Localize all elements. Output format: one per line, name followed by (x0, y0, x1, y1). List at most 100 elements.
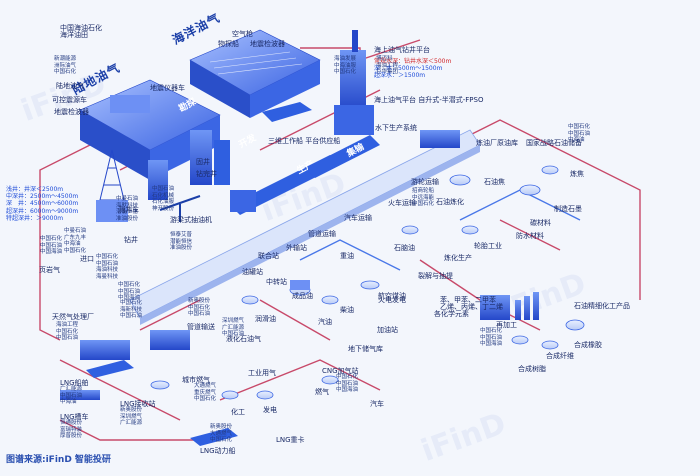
node-label: 油罐站 (242, 268, 263, 276)
node-label: 加油站 (377, 326, 398, 334)
platform-tower (334, 30, 374, 135)
company-name: 中国石化 (40, 236, 62, 243)
company-name: 中国石化 (210, 437, 232, 444)
company-name: 准油股份 (170, 245, 192, 252)
node-label: 制造石墨 (554, 205, 582, 213)
company-name: 博迈科 (376, 56, 398, 63)
company-name: 恒泰艾普 (170, 232, 192, 239)
company-name: 潜能恒信 (116, 209, 138, 216)
company-name: 新奥股份 (188, 298, 210, 305)
company-name: 中海油 (60, 399, 82, 406)
node-label: 石油精细化工产品 (574, 302, 630, 310)
company-list: 中国石化中国石油中国海油 (336, 374, 358, 394)
node-label: 轮胎工业 (474, 242, 502, 250)
node-label: 润滑油 (255, 315, 276, 323)
company-name: 中国石化 (336, 374, 358, 381)
node-label: 页岩气 (39, 266, 60, 274)
company-list: 恒泰艾普潜能恒信准油股份 (170, 232, 192, 252)
company-name: 新奥股份 (120, 407, 142, 414)
company-name: 中国石化 (96, 254, 118, 261)
company-name: 中国石化 (194, 396, 216, 403)
node-label: 天然气处理厂 (52, 313, 94, 321)
node-label: 炼化生产 (444, 254, 472, 262)
company-name: 中国石油 (56, 335, 78, 342)
node-label: 柴油 (340, 306, 354, 314)
company-list: 中国石化中国石油中海油 (568, 124, 590, 144)
company-name: 中国石化 (480, 328, 502, 335)
node-label: 化工 (231, 408, 245, 416)
node-label: 陆地油气 (56, 82, 84, 90)
company-name: 中国石油 (188, 311, 210, 318)
company-name: 中国石化 (120, 300, 142, 307)
node-label: 中转站 (266, 278, 287, 286)
node-label: 海上油气平台 自升式-半潜式-FPSO (374, 96, 483, 104)
node-label: LNG重卡 (276, 436, 305, 444)
company-name: 中曼石油 (116, 196, 138, 203)
company-list: 恒通股份富瑞特装厚普股份 (60, 420, 82, 440)
company-name: 中国石化 (54, 69, 76, 76)
node-label: 工业用气 (248, 369, 276, 377)
legend-item: 超深井：6000m～9000m (6, 208, 78, 215)
node-label: 重油 (340, 252, 354, 260)
node-label: 地震检波器 (250, 40, 285, 48)
node-label: 地震仪器车 (150, 84, 185, 92)
node-label: 石油炼化 (436, 198, 464, 206)
node-label: 海上油气钻井平台 (374, 46, 430, 54)
node-label: 可控震源车 (52, 96, 87, 104)
legend-item: 深 井：4500m～6000m (6, 200, 78, 207)
company-name: 中国海油 (40, 249, 62, 256)
node-label: 裂解与抽提 (418, 272, 453, 280)
company-name: 中国石油 (120, 313, 142, 320)
company-name: 中国海油 (336, 387, 358, 394)
company-name: 新奥股份 (210, 424, 232, 431)
company-list: 新潮能源洲际油气中国石化 (54, 56, 76, 76)
company-name: 招商轮船 (412, 188, 434, 195)
company-name: 中曼石油 (64, 228, 86, 235)
company-name: 中国石化 (334, 69, 356, 76)
company-name: 海油发展 (334, 56, 356, 63)
company-list: 大通燃气重庆燃气中国石化 (194, 383, 216, 403)
land-depth-legend: 浅井：井深＜2500m中深井：2500m～4500m深 井：4500m～6000… (6, 186, 78, 222)
company-name: 中海油 (568, 137, 590, 144)
node-label: 管道输送 (187, 323, 215, 331)
source-caption: 图谱来源:iFinD 智能投研 (6, 452, 111, 465)
node-label: 固井 (196, 158, 210, 166)
node-label: 地震检波器 (54, 108, 89, 116)
node-label: 空气枪 (232, 30, 253, 38)
node-label: 各化学元素 (434, 310, 469, 318)
company-name: 广汇能源 (120, 420, 142, 427)
node-label: 钻完井 (196, 170, 217, 178)
company-name: 广汇能源 (60, 386, 82, 393)
node-label: 汽车运输 (344, 214, 372, 222)
company-list: 新奥股份中国石化中国石油 (188, 298, 210, 318)
node-label: 物探船 (218, 40, 239, 48)
company-name: 中国石化 (568, 124, 590, 131)
company-name: 中国石油 (222, 331, 244, 338)
node-label: 游梁式抽油机 (170, 216, 212, 224)
company-list: 中国石化中国石油中国海油 (40, 236, 62, 256)
company-list: 博迈科海油工程巨华集团 (376, 56, 398, 76)
node-label: 汽油 (318, 318, 332, 326)
legend-item: 特超深井：＞9000m (6, 215, 78, 222)
node-label: 乙烯、丙烯、丁二烯 (440, 303, 503, 311)
company-list: 中国石化中国石油中国海油 (480, 328, 502, 348)
node-label: 合成橡胶 (574, 341, 602, 349)
company-name: 巨华集团 (376, 69, 398, 76)
company-name: 石化油服 (152, 199, 174, 206)
company-name: 中国石油 (152, 186, 174, 193)
company-list: 招商轮船中远海能中国石化 (412, 188, 434, 208)
node-label: 联合站 (258, 252, 279, 260)
node-label: 燃气 (315, 388, 329, 396)
node-label: 炼油厂原油库 (476, 139, 518, 147)
company-list: 中国石油石化机械石化油服神开股份 (152, 186, 174, 212)
company-name: 准油股份 (116, 216, 138, 223)
company-list: 中曼石油海默科技潜能恒信准油股份 (116, 196, 138, 222)
node-label: 水下生产系统 (375, 124, 417, 132)
node-label: 海洋油田 (60, 31, 88, 39)
node-label: 炼焦 (570, 170, 584, 178)
company-list: 海油发展中海油服中国石化 (334, 56, 356, 76)
company-name: 厚普股份 (60, 433, 82, 440)
node-label: 管道运输 (308, 230, 336, 238)
node-label: 成品油 (292, 292, 313, 300)
